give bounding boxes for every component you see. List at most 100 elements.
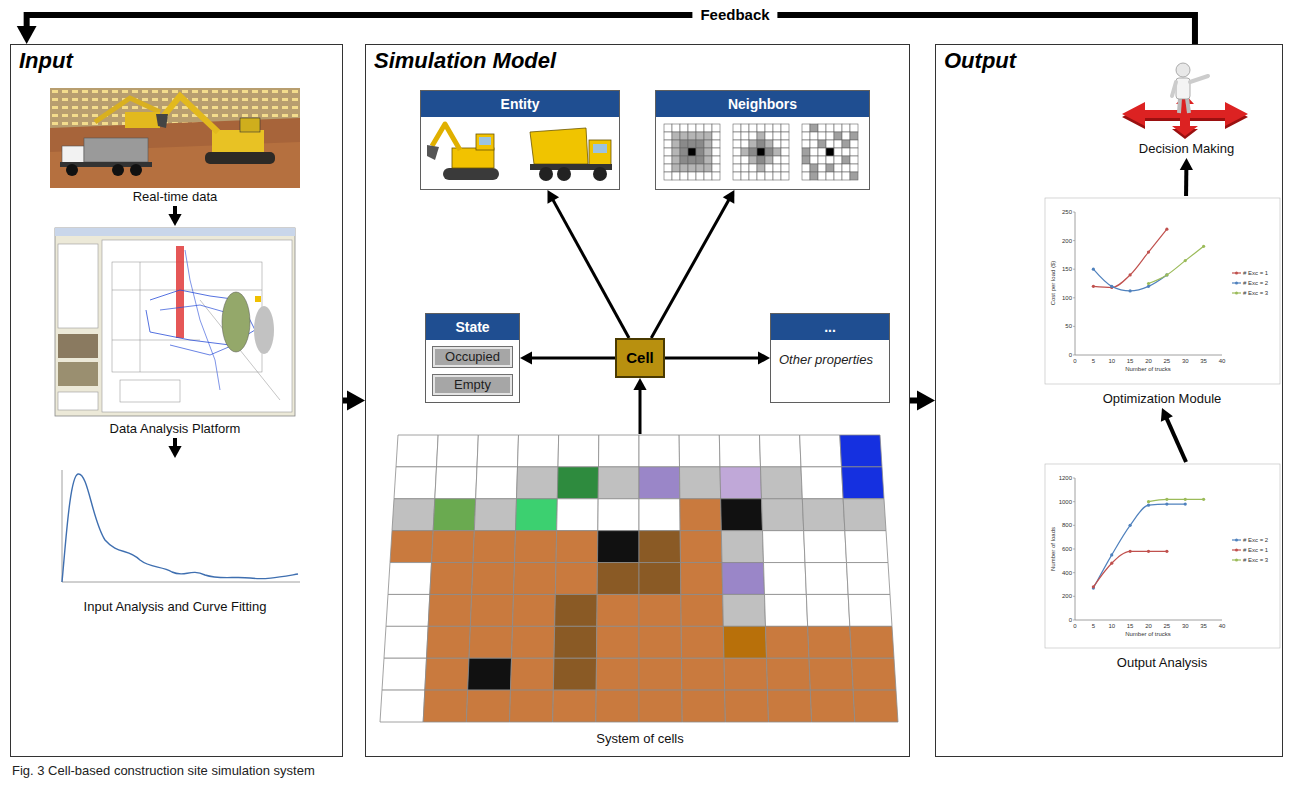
line-chart-part: [1075, 355, 1222, 356]
cell-grid-part: [477, 435, 519, 467]
cell-grid-part: [427, 626, 471, 658]
property-box: StateOccupiedEmpty: [425, 313, 520, 403]
cell-grid-part: [510, 690, 554, 722]
line-chart-part: [1202, 245, 1205, 248]
connector: [665, 351, 770, 364]
cell-grid-part: [845, 531, 888, 563]
distribution-chart-part: [62, 582, 300, 583]
neighborhood-grids-part: [850, 148, 858, 156]
cell-grid-part: [639, 658, 682, 690]
site-photo-part: [156, 114, 168, 128]
cell-grid-part: [681, 594, 724, 626]
stage-panel: InputReal-time dataData Analysis Platfor…: [10, 44, 343, 757]
neighborhood-grids-part: [834, 140, 842, 148]
neighborhood-grids-part: [704, 148, 712, 156]
software-screenshot: [55, 228, 295, 416]
line-chart-part: [1147, 504, 1150, 507]
axis-tick: 25: [1164, 623, 1171, 629]
cell-grid-part: [722, 563, 765, 595]
neighborhood-grids: [664, 124, 858, 180]
neighborhood-grids-part: [850, 132, 858, 140]
excavator-icon-part: [427, 145, 439, 160]
dump-truck-icon-part: [557, 167, 571, 181]
axis-tick: 10: [1108, 623, 1115, 629]
line-chart-part: [1073, 212, 1075, 213]
cell-grid-part: [394, 467, 437, 499]
neighborhood-grids-part: [834, 124, 842, 132]
axis-tick: 1200: [1059, 475, 1072, 481]
figure-panel: Optimization Module: [1043, 196, 1281, 408]
neighborhood-grids-part: [818, 156, 826, 164]
neighborhood-grids-part: [842, 164, 850, 172]
connector: [633, 378, 646, 434]
neighborhood-grids-part: [712, 124, 720, 132]
neighborhood-grids-part: [850, 156, 858, 164]
generated-figure: [380, 124, 1280, 722]
axis-tick: 35: [1200, 623, 1207, 629]
line-chart-part: [1235, 272, 1238, 275]
line-chart-part: [1235, 292, 1238, 295]
dump-truck-icon-part: [530, 128, 588, 164]
neighborhood-grids-part: [680, 148, 688, 156]
neighborhood-grids-part: [773, 156, 781, 164]
neighborhood-grids-part: [781, 156, 789, 164]
dump-truck-icon-part: [593, 167, 607, 181]
neighborhood-grids-part: [802, 148, 810, 156]
cell-grid-part: [761, 467, 803, 499]
cell-grid-part: [598, 531, 640, 563]
cell-grid-part: [720, 467, 762, 499]
neighborhood-grids-part: [688, 164, 696, 172]
line-chart-part: [1129, 289, 1132, 292]
connector: [520, 351, 615, 364]
neighborhood-grids-part: [749, 172, 757, 180]
axis-tick: 800: [1062, 522, 1072, 528]
neighborhood-grids-part: [757, 124, 765, 132]
decision-icon-part-part: [1195, 102, 1248, 126]
distribution-chart: [45, 462, 305, 590]
axis-tick: 25: [1164, 358, 1171, 364]
cell-grid-part: [639, 499, 680, 531]
neighborhood-grids-part: [696, 156, 704, 164]
cell-grid-part: [380, 690, 425, 722]
connector: [168, 438, 181, 458]
cell-grid-part: [801, 467, 843, 499]
neighborhood-grids-part: [802, 172, 810, 180]
figure-caption: Fig. 3 Cell-based construction site simu…: [12, 763, 315, 778]
neighborhood-grids-part: [773, 132, 781, 140]
axis-tick: 200: [1062, 238, 1072, 244]
line-chart-part: [1165, 550, 1168, 553]
cell-grid-part: [840, 435, 882, 467]
cell-grid-part: [809, 658, 853, 690]
connector: [1180, 158, 1193, 196]
cell-grid-part: [639, 626, 682, 658]
cell-grid-part: [470, 594, 513, 626]
cell-grid-part: [384, 626, 428, 658]
neighborhood-grids-part: [834, 172, 842, 180]
neighborhood-grids-part: [704, 164, 712, 172]
neighborhood-grids-part: [749, 140, 757, 148]
connector: [651, 190, 734, 338]
software-screenshot-part: [176, 246, 184, 338]
line-chart-part: [1147, 250, 1150, 253]
neighborhood-grids-part: [672, 124, 680, 132]
neighborhood-grids-part: [781, 140, 789, 148]
cell-grid-part: [598, 467, 639, 499]
site-photo-part: [205, 152, 275, 164]
neighborhood-grids-part: [664, 164, 672, 172]
software-screenshot-part: [55, 228, 295, 236]
axis-tick: 15: [1127, 358, 1134, 364]
line-chart-part: [1235, 549, 1238, 552]
cell-grid-part: [428, 594, 472, 626]
axis-tick: 0: [1073, 623, 1076, 629]
cell-grid-part: [721, 531, 763, 563]
decision-icon-part-part: [1122, 102, 1175, 126]
neighborhood-grids-part: [688, 148, 696, 156]
box-heading: ...: [824, 319, 836, 336]
neighborhood-grids-part: [672, 140, 680, 148]
excavator-icon-part: [443, 168, 499, 180]
software-screenshot-part: [255, 296, 261, 302]
legend-entry: # Exc = 2: [1243, 537, 1268, 543]
neighborhood-grids-part: [818, 148, 826, 156]
cell-grid-part: [516, 499, 558, 531]
header-bar: ...: [771, 314, 889, 340]
